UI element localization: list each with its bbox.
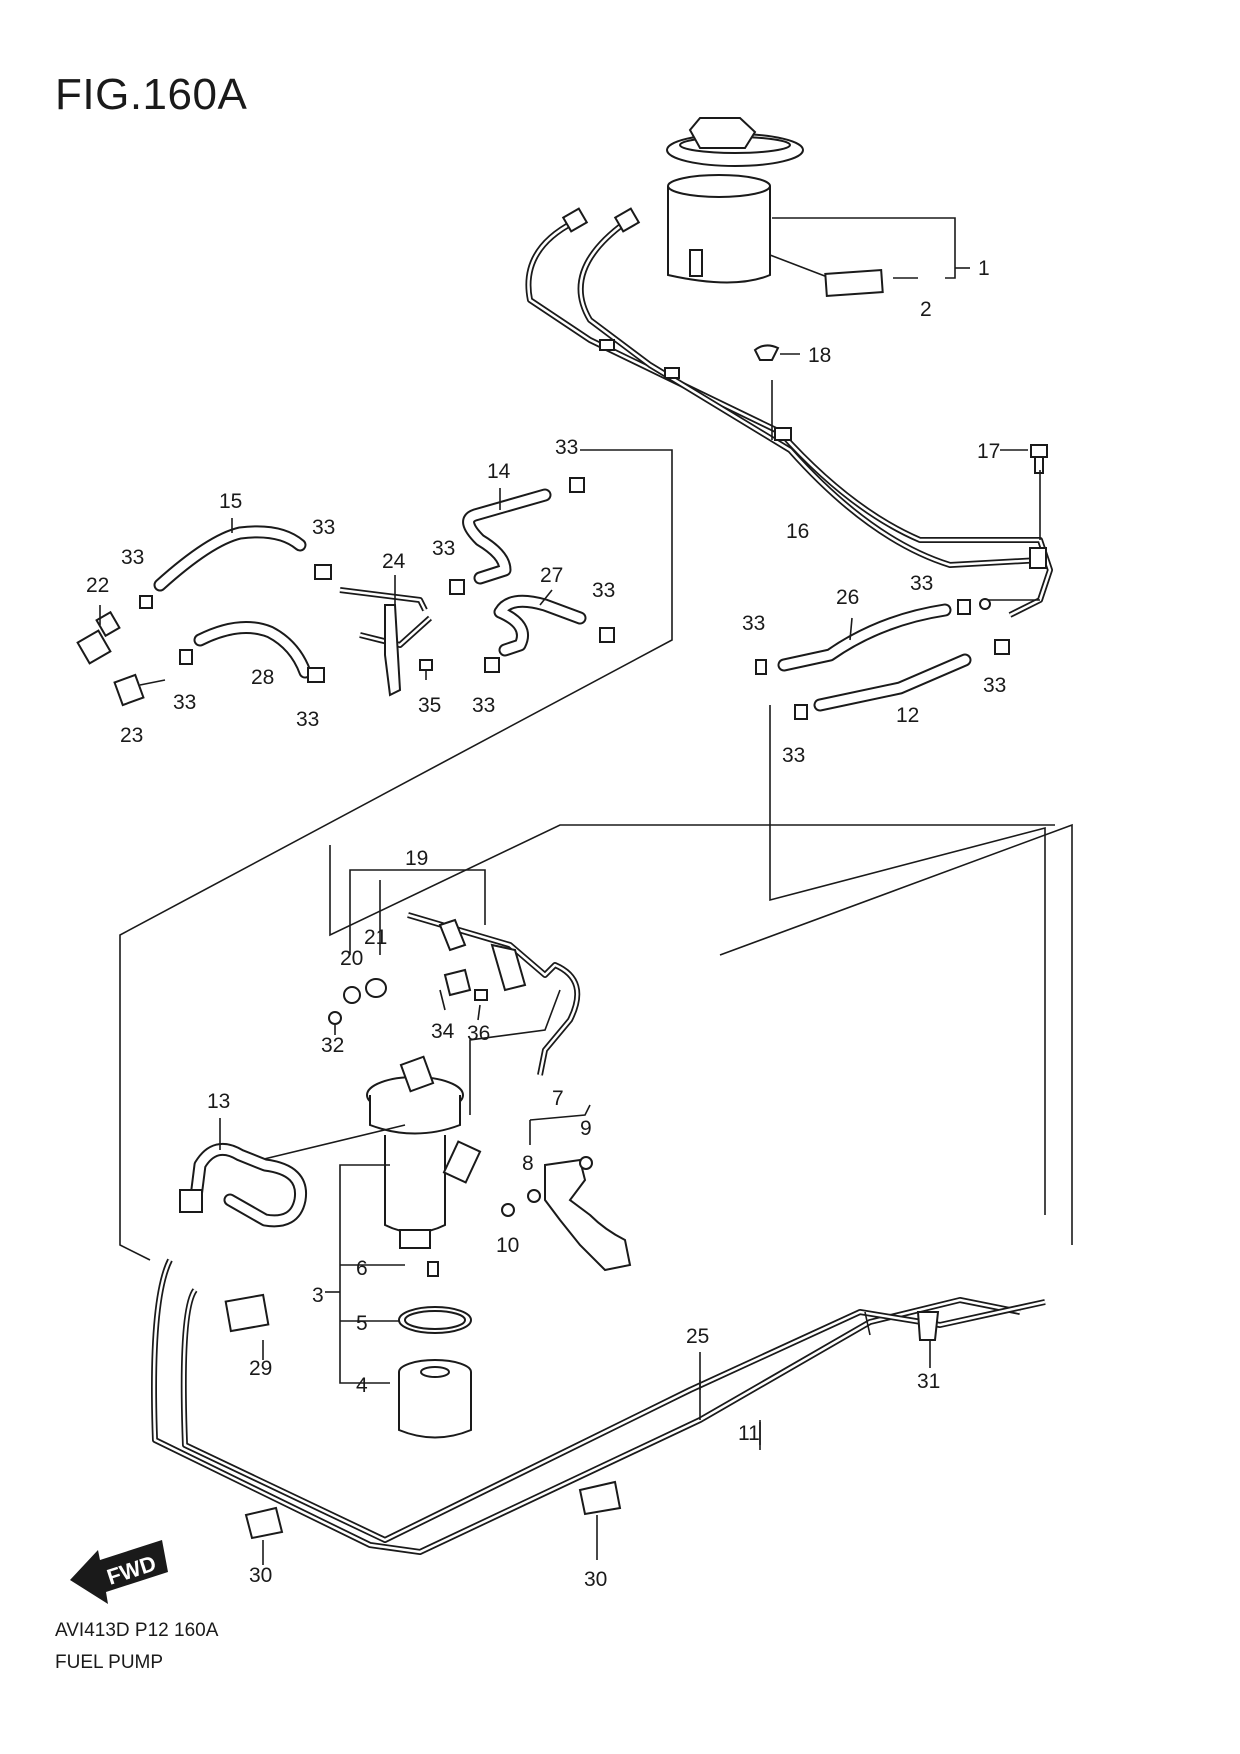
callout-30-center: 30 [584,1568,607,1591]
callout-24: 24 [382,550,406,573]
callout-34: 34 [431,1020,455,1043]
callout-bracket-1-2 [772,217,970,279]
callout-20: 20 [340,947,363,970]
callout-33-h: 33 [472,694,495,717]
callout-bracket-3-6 [259,989,561,1384]
callout-35: 35 [418,694,441,717]
screw-18 [753,344,800,361]
callout-33-f: 33 [173,691,196,714]
clamps-33-upper [139,477,1010,720]
fwd-arrow-icon: FWD [70,1540,168,1604]
hose-14 [462,488,552,585]
callout-leaders [99,488,853,1445]
callout-29: 29 [249,1357,272,1380]
callout-23: 23 [120,724,143,747]
connector-23 [113,673,166,707]
callout-9: 9 [580,1117,592,1140]
callout-33-k: 33 [983,674,1006,697]
callout-27: 27 [540,564,563,587]
fuel-filter-assembly [366,1055,482,1439]
callout-33-d: 33 [432,537,455,560]
callout-13: 13 [207,1090,230,1113]
callout-7: 7 [552,1087,564,1110]
callout-2: 2 [920,298,932,321]
figure-title: FIG.160A [55,70,248,119]
callout-33-c: 33 [121,546,144,569]
fuel-feed-lines [525,207,1053,618]
bracket-7 [501,1104,632,1272]
callout-28: 28 [251,666,274,689]
footer-section-name: FUEL PUMP [55,1652,164,1673]
pipe-19 [407,912,581,1076]
layout-leader-lines [119,380,1073,1261]
callout-4: 4 [356,1374,368,1397]
callout-36: 36 [467,1022,490,1045]
callout-33-l: 33 [782,744,805,767]
bolt-35 [419,659,433,680]
callout-33-e: 33 [592,579,615,602]
callout-11: 11 [738,1422,760,1445]
callout-14: 14 [487,460,511,483]
clip-31 [916,1311,940,1368]
connector-22 [76,610,121,665]
callout-25: 25 [686,1325,709,1348]
fuel-pump-assembly [666,117,884,297]
small-parts-20-21-32-34-36 [328,968,488,1025]
joint-pipe-24 [339,587,433,697]
clip-30-center [578,1480,622,1560]
callout-19: 19 [405,847,428,870]
callout-12: 12 [896,704,919,727]
clip-30-left [244,1506,284,1565]
callout-33-g: 33 [296,708,319,731]
callout-6: 6 [356,1257,368,1280]
callout-33-b: 33 [312,516,335,539]
hose-15 [153,525,307,592]
hose-12 [813,653,972,712]
callout-22: 22 [86,574,109,597]
callout-21: 21 [364,926,387,949]
callout-1: 1 [978,257,990,280]
callout-5: 5 [356,1312,368,1335]
hose-27 [493,594,587,657]
callout-18: 18 [808,344,831,367]
hose-13 [179,1142,308,1228]
callout-16: 16 [786,520,809,543]
callout-15: 15 [219,490,242,513]
callout-33-i: 33 [910,572,933,595]
hose-28 [193,621,312,679]
callout-labels: 1 2 3 4 5 6 7 8 9 10 11 12 13 14 15 16 1… [86,257,1006,1591]
callout-33-j: 33 [742,612,765,635]
callout-10: 10 [496,1234,519,1257]
callout-33-a: 33 [555,436,578,459]
bolt-17 [1000,444,1048,474]
callout-17: 17 [977,440,1000,463]
footer-diagram-code: AVI413D P12 160A [55,1620,219,1641]
callout-32: 32 [321,1034,344,1057]
callout-30-left: 30 [249,1564,272,1587]
clip-29 [224,1293,270,1360]
callout-8: 8 [522,1152,534,1175]
callout-31: 31 [917,1370,940,1393]
callout-3: 3 [312,1284,324,1307]
hose-26 [777,603,952,672]
callout-26: 26 [836,586,859,609]
long-fuel-lines [151,1258,1046,1555]
